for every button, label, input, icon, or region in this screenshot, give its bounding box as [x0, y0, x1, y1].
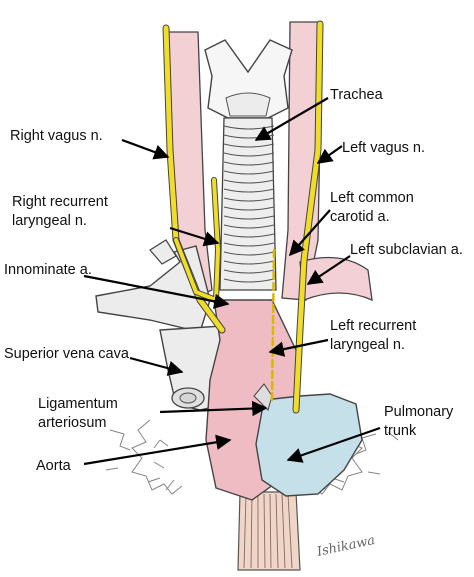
tracheal-ring [223, 269, 275, 274]
label-right-recurrent-line1: Right recurrent [12, 194, 108, 210]
label-pulmonary-line1: Pulmonary [384, 404, 454, 420]
label-superior-vena-cava: Superior vena cava [4, 346, 130, 362]
label-ligamentum-line2: arteriosum [38, 415, 107, 431]
label-right-vagus: Right vagus n. [10, 128, 103, 144]
tracheal-ring [223, 143, 275, 148]
label-trachea: Trachea [330, 87, 384, 103]
label-aorta: Aorta [36, 458, 72, 474]
label-left-vagus: Left vagus n. [342, 140, 425, 156]
labels: Trachea Right vagus n. Left vagus n. Rig… [4, 87, 463, 560]
label-left-recurrent-line1: Left recurrent [330, 318, 416, 334]
esophagus [237, 491, 301, 571]
tracheal-ring [223, 179, 275, 184]
tracheal-ring [223, 224, 275, 229]
larynx [204, 39, 293, 119]
label-left-recurrent-line2: laryngeal n. [330, 337, 405, 353]
trachea [219, 117, 277, 291]
tracheal-ring [223, 215, 275, 220]
label-left-common-line2: carotid a. [330, 209, 390, 225]
tracheal-ring [223, 161, 275, 166]
tracheal-ring [223, 233, 275, 238]
tracheal-ring [223, 242, 275, 247]
label-innominate: Innominate a. [4, 262, 92, 278]
tracheal-ring [223, 278, 275, 283]
tracheal-ring [223, 260, 275, 265]
label-right-recurrent-line2: laryngeal n. [12, 213, 87, 229]
label-pulmonary-line2: trunk [384, 423, 417, 439]
tracheal-ring [223, 170, 275, 175]
tracheal-ring [223, 206, 275, 211]
artist-signature: Ishikawa [315, 533, 377, 560]
label-left-common-line1: Left common [330, 190, 414, 206]
tracheal-ring [223, 251, 275, 256]
tracheal-ring [223, 188, 275, 193]
label-left-subclavian: Left subclavian a. [350, 242, 463, 258]
tracheal-ring [223, 152, 275, 157]
leader-arrows [83, 97, 381, 466]
label-ligamentum-line1: Ligamentum [38, 396, 118, 412]
tracheal-ring [223, 197, 275, 202]
